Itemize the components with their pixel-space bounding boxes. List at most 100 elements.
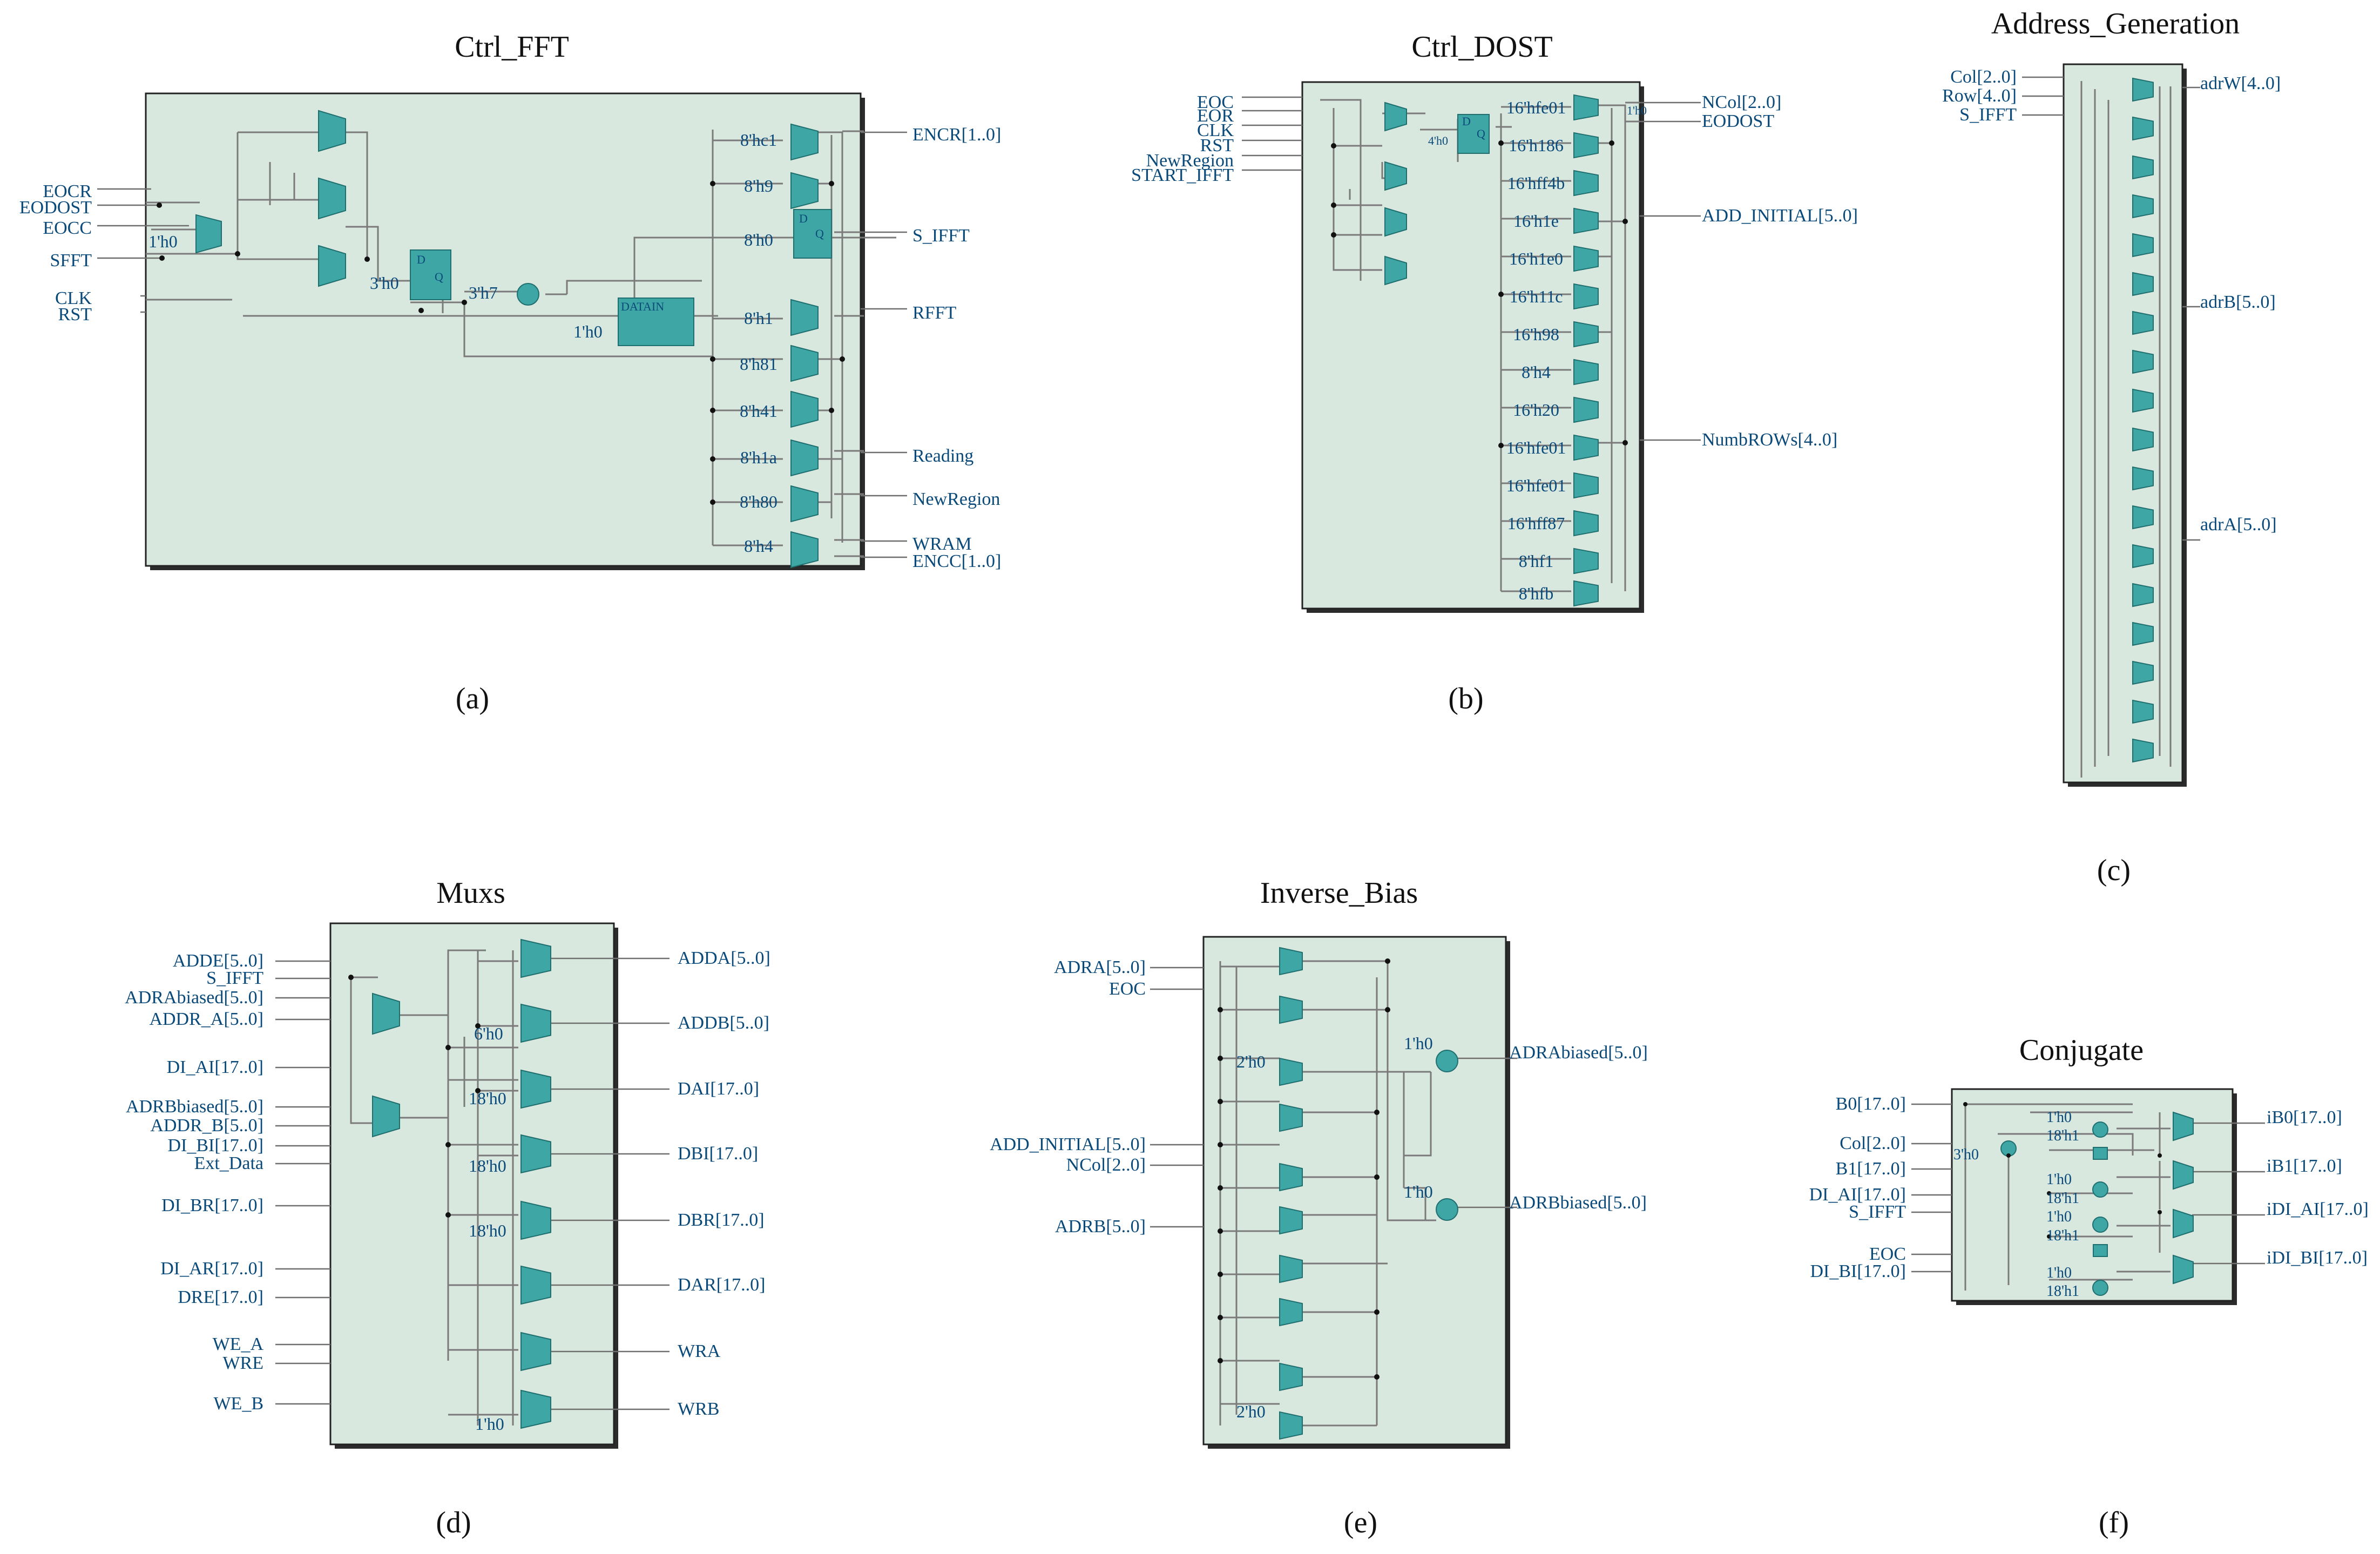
constant-label: 16'hfe01	[1506, 438, 1566, 457]
svg-text:2'h0: 2'h0	[1236, 1052, 1266, 1071]
mux	[2132, 621, 2154, 646]
output-ports: ADRAbiased[5..0]ADRBbiased[5..0]	[1509, 1043, 1648, 1213]
input-port-label: B0[17..0]	[1836, 1094, 1906, 1114]
constant-label: 8'h1a	[740, 448, 777, 467]
input-port-label: CLK	[55, 288, 92, 308]
svg-text:6'h0: 6'h0	[474, 1024, 503, 1043]
datain-block	[618, 298, 694, 346]
mux	[2132, 155, 2154, 180]
mux	[1279, 947, 1303, 976]
input-port-label: S_IFFT	[1959, 105, 2017, 125]
input-port-label: Col[2..0]	[1840, 1133, 1906, 1153]
input-port-label: ADRBbiased[5..0]	[126, 1097, 263, 1117]
input-port-label: DI_BI[17..0]	[167, 1136, 263, 1156]
mux	[1279, 995, 1303, 1024]
output-ports: NCol[2..0]EODOSTADD_INITIAL[5..0]NumbROW…	[1702, 92, 1858, 450]
constant-label: 8'hfb	[1519, 584, 1553, 603]
output-port-label: ADDA[5..0]	[678, 948, 770, 968]
svg-text:Q: Q	[435, 270, 443, 283]
svg-text:D: D	[417, 253, 425, 266]
svg-text:D: D	[799, 212, 808, 225]
input-port-label: WRE	[222, 1353, 263, 1373]
panel-title: Ctrl_FFT	[455, 30, 569, 64]
register-s-ifft	[793, 209, 832, 259]
register-dost	[1457, 114, 1490, 154]
constant-label: 8'h1	[744, 308, 773, 328]
panel-caption: (b)	[1448, 682, 1483, 715]
mux	[1573, 132, 1599, 159]
constant-label: 8'hc1	[740, 130, 777, 150]
constant-label: 8'h41	[740, 401, 777, 421]
block-inverse-bias	[1202, 936, 1507, 1445]
output-port-label: ENCR[1..0]	[912, 125, 1001, 145]
svg-text:1'h0: 1'h0	[1627, 104, 1647, 117]
mux	[2132, 77, 2154, 102]
output-port-label: ENCC[1..0]	[912, 551, 1001, 571]
output-port-label: NewRegion	[912, 489, 1000, 509]
panel-caption: (c)	[2097, 854, 2131, 887]
input-port-label: Row[4..0]	[1942, 86, 2017, 106]
output-ports: ADDA[5..0]ADDB[5..0]DAI[17..0]DBI[17..0]…	[678, 948, 770, 1419]
comparator	[517, 283, 539, 306]
input-port-label: ADRAbiased[5..0]	[125, 988, 263, 1008]
adder-b	[1436, 1198, 1458, 1221]
constant-label: 8'h4	[1522, 362, 1551, 382]
output-port-label: ADD_INITIAL[5..0]	[1702, 206, 1858, 226]
output-port-label: WRB	[678, 1399, 719, 1419]
svg-text:1'h0: 1'h0	[475, 1414, 504, 1434]
constant-label: 16'hfe01	[1506, 476, 1566, 495]
svg-text:1'h0: 1'h0	[2046, 1171, 2072, 1188]
panel-title: Muxs	[436, 876, 505, 910]
input-port-label: CLK	[1197, 120, 1234, 140]
datain-label: DATAIN	[621, 300, 664, 313]
mux	[1573, 510, 1599, 537]
panel-title: Conjugate	[2019, 1033, 2144, 1067]
svg-text:18'h1: 18'h1	[2046, 1127, 2079, 1144]
mux	[1573, 434, 1599, 461]
input-port-label: DI_AI[17..0]	[167, 1057, 263, 1077]
mux	[2132, 116, 2154, 141]
mux	[1279, 1057, 1303, 1086]
mux	[1573, 245, 1599, 272]
input-port-label: NewRegion	[1146, 151, 1234, 171]
mux	[520, 1265, 551, 1305]
mux	[1573, 207, 1599, 234]
input-port-label: S_IFFT	[206, 968, 263, 988]
mux	[2132, 194, 2154, 219]
input-port-label: RST	[1200, 136, 1234, 156]
block-address-generation	[2063, 63, 2183, 783]
svg-text:18'h1: 18'h1	[2046, 1190, 2079, 1207]
svg-text:3'h0: 3'h0	[370, 273, 399, 293]
input-ports: Col[2..0]Row[4..0]S_IFFT	[1942, 67, 2017, 125]
output-port-label: WRA	[678, 1341, 721, 1361]
input-port-label: ADDE[5..0]	[173, 951, 263, 971]
mux	[2132, 272, 2154, 296]
svg-text:2'h0: 2'h0	[1236, 1402, 1266, 1421]
constant-label: 16'h11c	[1510, 287, 1563, 306]
input-port-label: ADRA[5..0]	[1054, 957, 1146, 977]
svg-text:18'h1: 18'h1	[2046, 1283, 2079, 1300]
output-port-label: NCol[2..0]	[1702, 92, 1781, 112]
svg-text:18'h0: 18'h0	[469, 1089, 506, 1108]
mux	[1573, 548, 1599, 575]
input-port-label: EOR	[1197, 106, 1234, 126]
input-port-label: Col[2..0]	[1950, 67, 2017, 87]
constant-label: 16'h98	[1513, 325, 1559, 344]
input-port-label: EOCC	[43, 218, 92, 238]
constant-label: 8'h9	[744, 176, 773, 195]
input-port-label: S_IFFT	[1849, 1202, 1906, 1222]
svg-text:18'h0: 18'h0	[469, 1156, 506, 1175]
input-port-label: DI_AI[17..0]	[1809, 1185, 1906, 1205]
mux	[1573, 359, 1599, 386]
output-ports: ENCR[1..0]S_IFFTRFFTReadingNewRegionWRAM…	[912, 125, 1001, 571]
panel-address-generation: Address_Generation Col[2..0]Row[4..0]S_I…	[1942, 7, 2281, 887]
input-port-label: SFFT	[50, 251, 92, 271]
input-port-label: B1[17..0]	[1836, 1159, 1906, 1179]
mux	[520, 1134, 551, 1174]
input-port-label: ADRB[5..0]	[1055, 1217, 1146, 1237]
mux	[2132, 583, 2154, 607]
panel-caption: (a)	[456, 682, 489, 715]
